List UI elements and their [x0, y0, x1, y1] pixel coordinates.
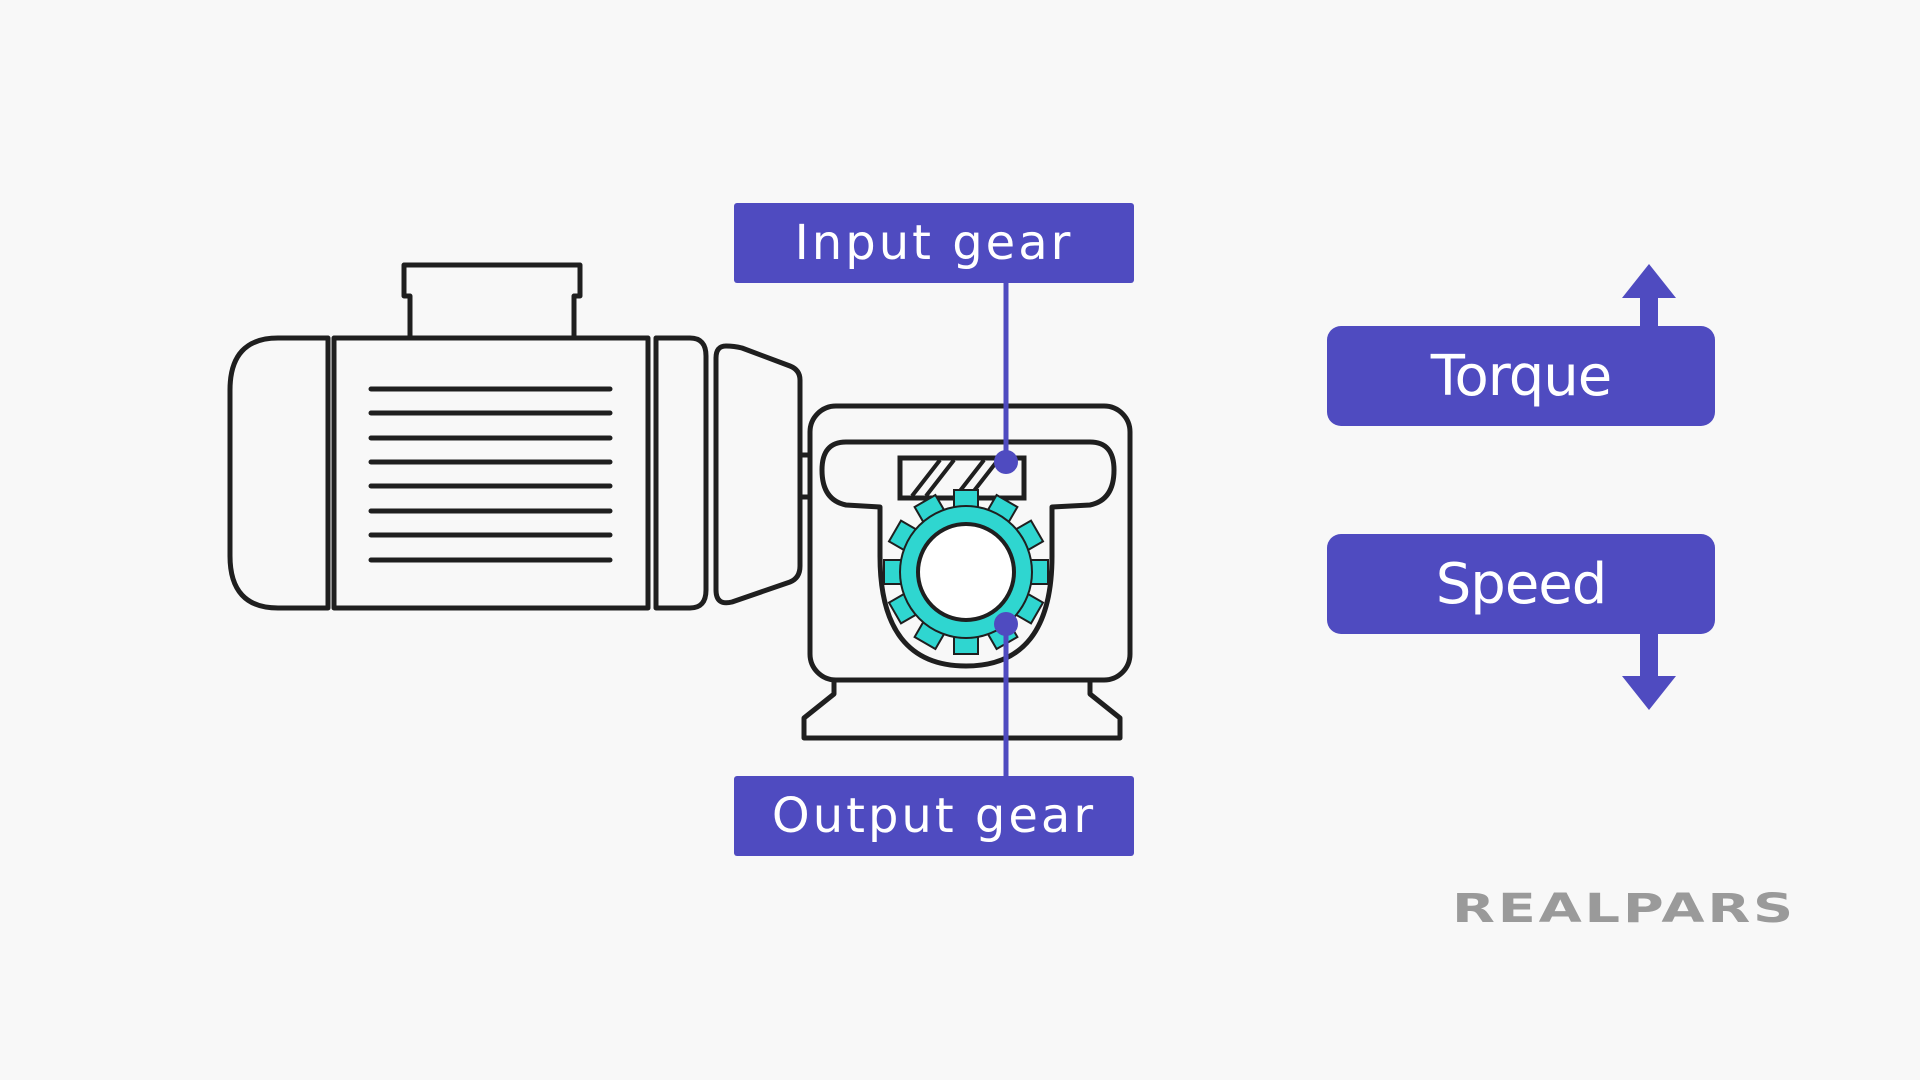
speed-down-arrow-icon [1622, 632, 1676, 710]
torque-label: Torque [1327, 326, 1715, 426]
torque-label-text: Torque [1430, 343, 1612, 409]
output-gear-label-text: Output gear [771, 788, 1097, 844]
motor-terminal-box [401, 262, 583, 338]
speed-label: Speed [1327, 534, 1715, 634]
motor-body [331, 335, 651, 611]
gearbox-housing [801, 403, 1133, 741]
svg-text:REALPARS: REALPARS [1452, 888, 1796, 928]
motor-front-flange [653, 335, 709, 611]
input-gear-label-text: Input gear [794, 215, 1074, 271]
gearbox-outer-case [807, 403, 1133, 683]
input-gear-label: Input gear [734, 203, 1134, 283]
gearbox-inner-cavity [819, 439, 1117, 669]
output-gear-callout [994, 612, 1018, 776]
motor-cooling-fins [368, 386, 613, 563]
speed-label-text: Speed [1435, 551, 1608, 617]
realpars-logo: REALPARS [1452, 888, 1796, 928]
motor-coupling-bell [713, 343, 803, 606]
output-gear-wheel [883, 489, 1049, 655]
motor-rear-cap [227, 335, 331, 611]
input-gear-callout [994, 283, 1018, 474]
gearbox-base [801, 680, 1123, 741]
output-gear-label: Output gear [734, 776, 1134, 856]
electric-motor [227, 262, 810, 611]
torque-up-arrow-icon [1622, 264, 1676, 328]
